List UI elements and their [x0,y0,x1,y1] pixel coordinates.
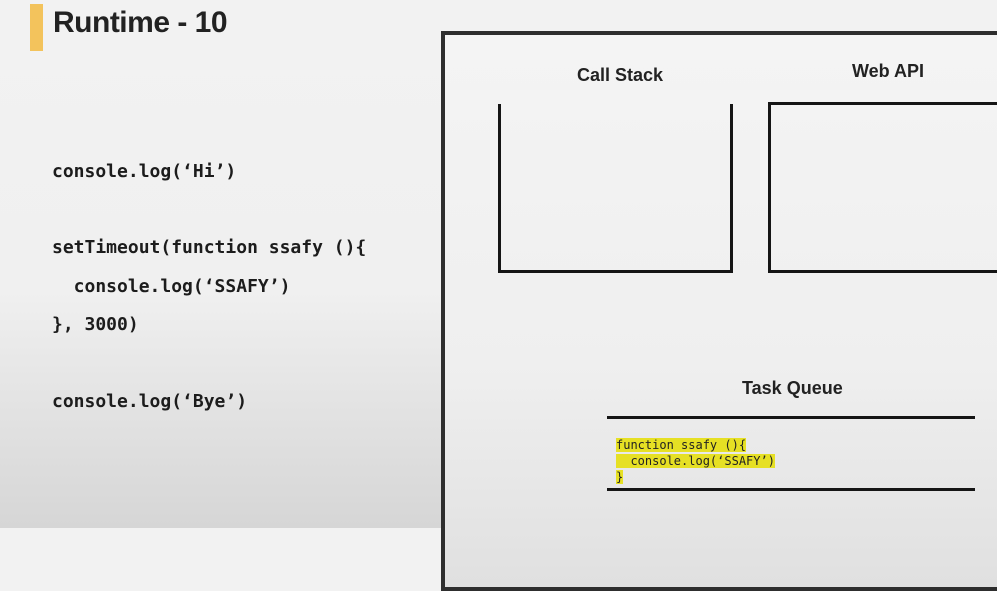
task-queue-bottom-line [607,488,975,491]
call-stack-label: Call Stack [577,65,664,85]
slide-title: Runtime - 10 [53,6,228,39]
code-line-4: }, 3000) [52,314,139,335]
code-line-5: console.log(‘Bye’) [52,391,248,412]
call-stack-container [498,104,733,273]
title-accent-bar [30,4,43,51]
task-queue-item-line: } [616,470,624,484]
code-line-1: console.log(‘Hi’) [52,161,237,182]
task-queue-item-line: console.log(‘SSAFY’) [616,454,775,468]
code-line-2: setTimeout(function ssafy (){ [52,237,367,258]
web-api-container [768,102,997,273]
task-queue-item: function ssafy (){ console.log(‘SSAFY’) … [616,437,775,485]
runtime-panel [441,31,997,591]
web-api-label: Web API [852,61,925,81]
task-queue-item-line: function ssafy (){ [616,438,747,452]
task-queue-label: Task Queue [742,378,843,398]
task-queue-top-line [607,416,975,419]
code-line-3: console.log(‘SSAFY’) [52,276,291,297]
